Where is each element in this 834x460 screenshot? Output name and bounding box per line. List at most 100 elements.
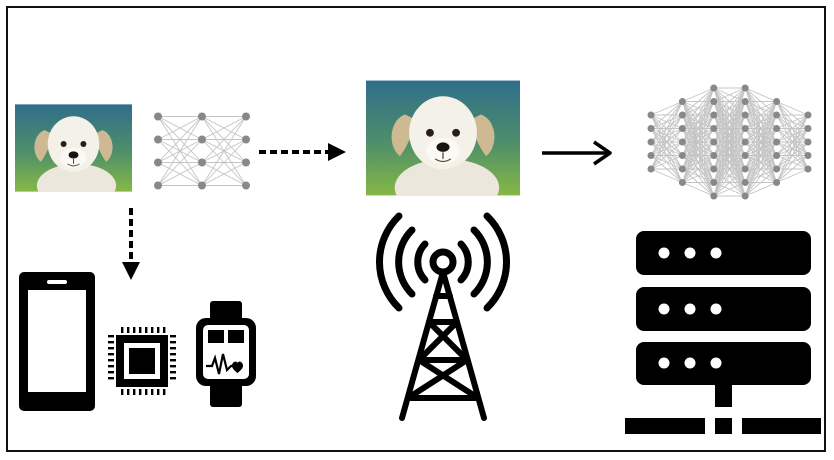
nn-edge — [650, 114, 683, 170]
nn-edge — [201, 116, 247, 163]
solid-arrow-right-icon — [542, 140, 612, 166]
nn-edge — [157, 116, 203, 163]
nn-node — [198, 135, 206, 144]
nn-edge — [713, 114, 746, 197]
nn-edge — [713, 87, 746, 116]
nn-node — [647, 125, 655, 132]
nn-edge — [201, 139, 247, 186]
nn-edge — [744, 114, 778, 197]
nn-node — [678, 138, 686, 146]
nn-edge — [681, 87, 715, 183]
nn-edge — [713, 87, 746, 102]
nn-edge — [682, 87, 714, 102]
chip-pin — [108, 335, 114, 338]
smartphone-icon — [19, 272, 95, 411]
chip-pin — [133, 327, 136, 333]
nn-edge — [776, 128, 809, 183]
nn-edge — [776, 114, 809, 170]
nn-node — [773, 111, 781, 119]
nn-edge — [713, 87, 746, 183]
nn-edge — [681, 87, 715, 156]
large-neural-network-icon — [647, 84, 812, 200]
nn-edge — [744, 101, 778, 183]
nn-edge — [713, 168, 746, 197]
nn-edge — [776, 155, 809, 183]
nn-node — [773, 125, 781, 132]
chip-pin — [133, 389, 136, 395]
chip-pin — [170, 377, 176, 380]
nn-node — [804, 125, 812, 132]
chip-pin — [170, 335, 176, 338]
nn-edge — [713, 87, 746, 143]
nn-edge — [744, 141, 777, 197]
nn-edge — [650, 128, 683, 170]
nn-node — [710, 111, 718, 119]
nn-edge — [713, 101, 746, 197]
nn-node — [773, 98, 781, 105]
nn-edge — [682, 168, 714, 183]
nn-node — [647, 165, 655, 173]
nn-node — [804, 165, 812, 173]
nn-node — [710, 138, 718, 146]
chip-pin — [157, 389, 160, 395]
nn-edge — [713, 87, 746, 156]
chip-pin — [108, 341, 114, 344]
chip-pin — [145, 327, 148, 333]
nn-edge — [713, 87, 746, 129]
nn-edge — [681, 87, 715, 170]
nn-edge — [682, 87, 715, 129]
nn-node — [242, 135, 250, 144]
nn-node — [678, 165, 686, 173]
nn-node — [198, 158, 206, 167]
nn-node — [710, 192, 718, 200]
nn-edge — [682, 87, 715, 143]
nn-node — [198, 112, 206, 121]
smartwatch-icon — [196, 301, 256, 407]
chip-pin — [108, 353, 114, 356]
nn-node — [647, 138, 655, 146]
nn-edge — [682, 155, 715, 183]
nn-edge — [745, 101, 777, 116]
nn-edge — [776, 141, 809, 183]
nn-node — [154, 135, 162, 144]
nn-edge — [201, 162, 247, 186]
chip-pin — [108, 365, 114, 368]
nn-edge — [745, 87, 777, 102]
nn-edge — [713, 155, 746, 197]
nn-node — [154, 181, 162, 190]
nn-edge — [650, 101, 683, 143]
nn-edge — [776, 168, 809, 183]
chip-pin — [127, 389, 130, 395]
nn-edge — [157, 139, 203, 186]
small-neural-network-icon — [154, 112, 250, 190]
server-rack-icon — [625, 231, 821, 434]
chip-pin — [139, 327, 142, 333]
nn-edge — [776, 114, 809, 143]
chip-pin — [121, 389, 124, 395]
nn-node — [710, 125, 718, 132]
nn-edge — [745, 182, 777, 197]
diagram-frame — [6, 6, 826, 452]
nn-node — [741, 152, 749, 159]
puppy-photo-center — [366, 80, 520, 196]
nn-edge — [776, 114, 809, 183]
nn-node — [710, 98, 718, 105]
nn-edge — [744, 101, 778, 170]
nn-edge — [682, 128, 715, 183]
nn-edge — [650, 101, 683, 116]
chip-pin — [108, 347, 114, 350]
chip-pin — [121, 327, 124, 333]
nn-node — [741, 111, 749, 119]
nn-edge — [744, 101, 778, 197]
nn-edge — [744, 155, 777, 197]
chip-pin — [108, 359, 114, 362]
nn-edge — [681, 114, 715, 183]
chip-pin — [170, 365, 176, 368]
nn-edge — [201, 116, 247, 186]
nn-node — [678, 152, 686, 159]
nn-node — [741, 84, 749, 92]
nn-node — [678, 111, 686, 119]
nn-node — [710, 165, 718, 173]
nn-node — [678, 179, 686, 186]
